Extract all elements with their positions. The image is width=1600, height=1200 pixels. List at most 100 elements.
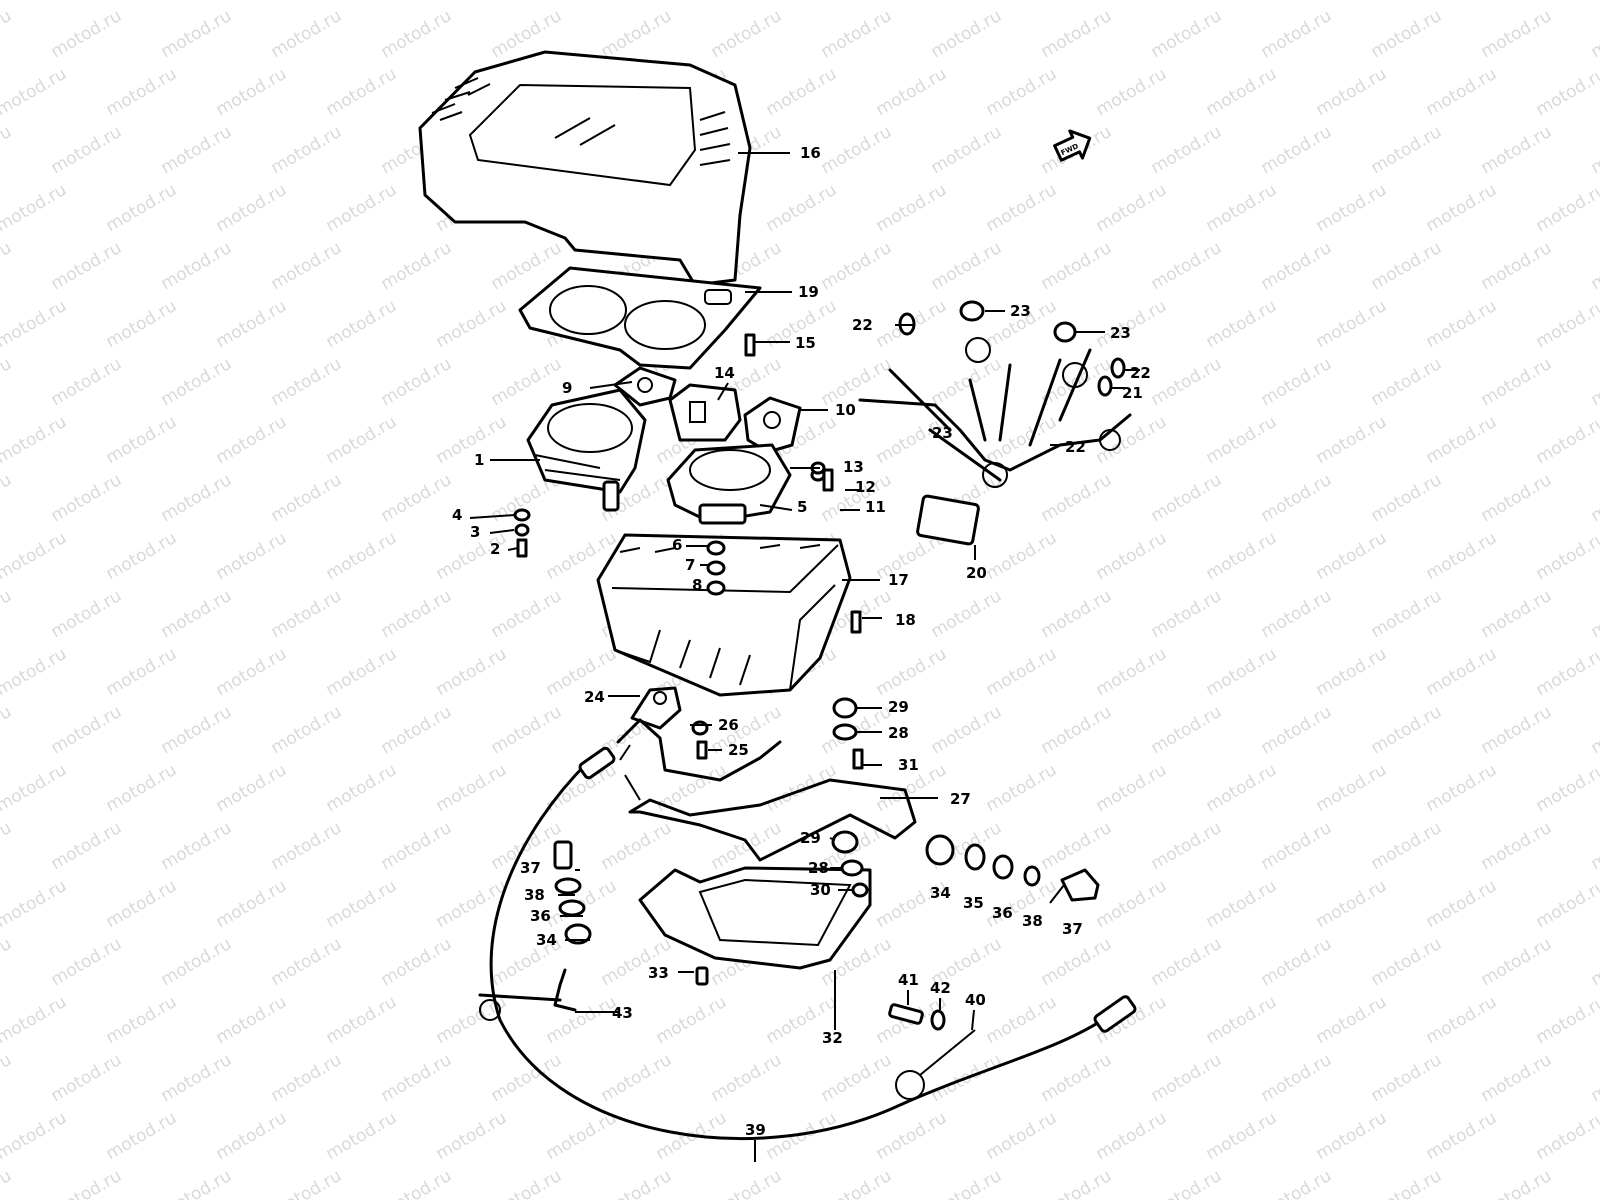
watermark-text: motod.ru bbox=[48, 238, 126, 294]
callout-4: 4 bbox=[452, 506, 462, 524]
watermark-text: motod.ru bbox=[0, 180, 70, 236]
watermark-text: motod.ru bbox=[1368, 586, 1446, 642]
watermark-text: motod.ru bbox=[1588, 586, 1600, 642]
watermark-text: motod.ru bbox=[598, 1166, 676, 1200]
wiring-harness bbox=[858, 337, 1132, 546]
watermark-text: motod.ru bbox=[1423, 876, 1501, 932]
watermark-text: motod.ru bbox=[323, 412, 401, 468]
watermark-text: motod.ru bbox=[1258, 1166, 1336, 1200]
watermark-text: motod.ru bbox=[598, 6, 676, 62]
watermark-text: motod.ru bbox=[763, 180, 841, 236]
callout-25: 25 bbox=[728, 741, 749, 759]
meter-panel-plate bbox=[518, 266, 762, 370]
watermark-text: motod.ru bbox=[1533, 992, 1600, 1048]
meter-bracket bbox=[616, 718, 917, 862]
watermark-text: motod.ru bbox=[708, 1050, 786, 1106]
watermark-text: motod.ru bbox=[1258, 238, 1336, 294]
watermark-text: motod.ru bbox=[0, 1050, 15, 1106]
watermark-text: motod.ru bbox=[323, 760, 401, 816]
watermark-text: motod.ru bbox=[1588, 818, 1600, 874]
watermark-text: motod.ru bbox=[1038, 238, 1116, 294]
watermark-text: motod.ru bbox=[1423, 296, 1501, 352]
callout-1: 1 bbox=[474, 451, 484, 469]
watermark-text: motod.ru bbox=[268, 354, 346, 410]
callout-6: 6 bbox=[672, 536, 682, 554]
callout-19: 19 bbox=[798, 283, 819, 301]
callout-10: 10 bbox=[835, 401, 856, 419]
callout-18: 18 bbox=[895, 611, 916, 629]
watermark-text: motod.ru bbox=[103, 992, 181, 1048]
watermark-text: motod.ru bbox=[1533, 876, 1600, 932]
watermark-text: motod.ru bbox=[1258, 586, 1336, 642]
watermark-text: motod.ru bbox=[1313, 644, 1391, 700]
callout-23c: 23 bbox=[932, 424, 953, 442]
watermark-text: motod.ru bbox=[1588, 1166, 1600, 1200]
callout-14: 14 bbox=[714, 364, 735, 382]
watermark-text: motod.ru bbox=[1258, 6, 1336, 62]
watermark-text: motod.ru bbox=[378, 818, 456, 874]
watermark-text: motod.ru bbox=[1093, 296, 1171, 352]
watermark-text: motod.ru bbox=[1148, 354, 1226, 410]
watermark-text: motod.ru bbox=[378, 1050, 456, 1106]
watermark-text: motod.ru bbox=[268, 1050, 346, 1106]
watermark-text: motod.ru bbox=[1423, 412, 1501, 468]
grommet-parts bbox=[898, 300, 1126, 397]
watermark-text: motod.ru bbox=[158, 818, 236, 874]
watermark-text: motod.ru bbox=[1478, 934, 1556, 990]
watermark-text: motod.ru bbox=[1203, 876, 1281, 932]
watermark-text: motod.ru bbox=[1148, 702, 1226, 758]
callout-36a: 36 bbox=[530, 907, 551, 925]
callout-24: 24 bbox=[584, 688, 605, 706]
watermark-text: motod.ru bbox=[1203, 760, 1281, 816]
watermark-text: motod.ru bbox=[1038, 1050, 1116, 1106]
watermark-text: motod.ru bbox=[983, 412, 1061, 468]
watermark-text: motod.ru bbox=[378, 702, 456, 758]
watermark-text: motod.ru bbox=[433, 992, 511, 1048]
watermark-text: motod.ru bbox=[268, 586, 346, 642]
speedometer-unit bbox=[526, 388, 647, 512]
watermark-text: motod.ru bbox=[1423, 760, 1501, 816]
callout-38b: 38 bbox=[1022, 912, 1043, 930]
watermark-text: motod.ru bbox=[103, 0, 181, 4]
watermark-text: motod.ru bbox=[873, 644, 951, 700]
watermark-text: motod.ru bbox=[1313, 1108, 1391, 1164]
watermark-text: motod.ru bbox=[268, 238, 346, 294]
watermark-text: motod.ru bbox=[873, 0, 951, 4]
watermark-text: motod.ru bbox=[1258, 122, 1336, 178]
watermark-text: motod.ru bbox=[488, 702, 566, 758]
keeper-ring bbox=[895, 1029, 976, 1100]
watermark-text: motod.ru bbox=[213, 412, 291, 468]
watermark-text: motod.ru bbox=[48, 586, 126, 642]
watermark-text: motod.ru bbox=[983, 1108, 1061, 1164]
watermark-text: motod.ru bbox=[983, 0, 1061, 4]
watermark-text: motod.ru bbox=[378, 354, 456, 410]
watermark-text: motod.ru bbox=[818, 122, 896, 178]
cable-clamp bbox=[478, 968, 577, 1012]
watermark-text: motod.ru bbox=[708, 6, 786, 62]
watermark-text: motod.ru bbox=[323, 992, 401, 1048]
watermark-text: motod.ru bbox=[983, 644, 1061, 700]
watermark-text: motod.ru bbox=[1478, 238, 1556, 294]
watermark-text: motod.ru bbox=[158, 934, 236, 990]
watermark-text: motod.ru bbox=[1038, 586, 1116, 642]
watermark-text: motod.ru bbox=[1423, 528, 1501, 584]
watermark-text: motod.ru bbox=[1148, 586, 1226, 642]
watermark-text: motod.ru bbox=[763, 0, 841, 4]
watermark-text: motod.ru bbox=[928, 122, 1006, 178]
watermark-text: motod.ru bbox=[928, 354, 1006, 410]
watermark-text: motod.ru bbox=[818, 238, 896, 294]
watermark-text: motod.ru bbox=[1423, 644, 1501, 700]
watermark-text: motod.ru bbox=[158, 586, 236, 642]
watermark-text: motod.ru bbox=[1203, 296, 1281, 352]
callout-8: 8 bbox=[692, 576, 702, 594]
indicator-housing bbox=[613, 366, 802, 454]
watermark-text: motod.ru bbox=[543, 644, 621, 700]
watermark-text: motod.ru bbox=[103, 64, 181, 120]
watermark-text: motod.ru bbox=[0, 64, 70, 120]
watermark-text: motod.ru bbox=[1313, 528, 1391, 584]
watermark-text: motod.ru bbox=[103, 296, 181, 352]
watermark-text: motod.ru bbox=[378, 6, 456, 62]
watermark-text: motod.ru bbox=[1478, 702, 1556, 758]
watermark-text: motod.ru bbox=[1368, 238, 1446, 294]
